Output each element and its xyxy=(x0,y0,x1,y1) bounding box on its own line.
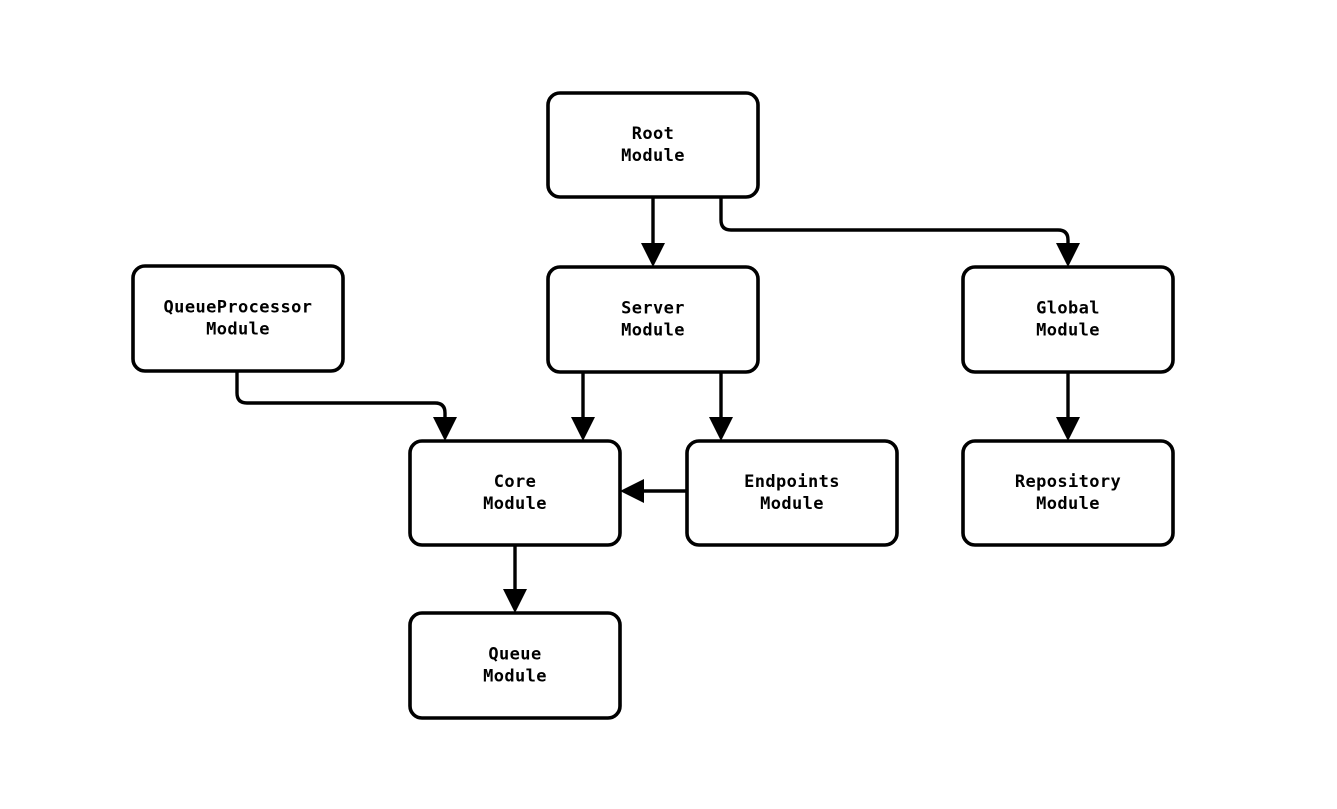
edge-server-to-core xyxy=(571,372,595,441)
edge-global-to-repository-arrowhead-icon xyxy=(1056,417,1080,441)
root-module-node-label-line1: Root xyxy=(632,124,675,144)
edge-endpoints-to-core xyxy=(620,479,687,503)
core-module-node-box[interactable] xyxy=(408,439,622,547)
nodes-layer: RootModuleQueueProcessorModuleServerModu… xyxy=(131,91,1175,720)
server-module-node-label-line1: Server xyxy=(621,299,685,319)
core-module-node-label-line1: Core xyxy=(494,472,537,492)
root-module-node-label-line2: Module xyxy=(621,146,685,166)
queue-module-node-label-line1: Queue xyxy=(488,645,541,665)
endpoints-module-node-label-line2: Module xyxy=(760,494,824,514)
global-module-node-label-line1: Global xyxy=(1036,299,1100,319)
endpoints-module-node-label-line1: Endpoints xyxy=(744,472,840,492)
edge-server-to-core-arrowhead-icon xyxy=(571,417,595,441)
queueprocessor-module-node-label-line2: Module xyxy=(206,320,270,340)
queueprocessor-module-node-label-line1: QueueProcessor xyxy=(164,298,313,318)
queueprocessor-module-node-box[interactable] xyxy=(131,264,345,373)
edge-queueprocessor-to-core xyxy=(235,371,457,441)
edge-core-to-queue xyxy=(503,545,527,613)
edge-root-to-server-arrowhead-icon xyxy=(641,243,665,267)
server-module-node-box[interactable] xyxy=(546,265,760,374)
edge-core-to-queue-arrowhead-icon xyxy=(503,589,527,613)
repository-module-node-label-line2: Module xyxy=(1036,494,1100,514)
core-module-node-label-line2: Module xyxy=(483,494,547,514)
edge-root-to-global xyxy=(719,197,1080,267)
queue-module-node-label-line2: Module xyxy=(483,667,547,687)
endpoints-module-node-box[interactable] xyxy=(685,439,899,547)
edge-queueprocessor-to-core-line xyxy=(235,371,447,425)
global-module-node-label-line2: Module xyxy=(1036,321,1100,341)
edge-queueprocessor-to-core-arrowhead-icon xyxy=(433,417,457,441)
edge-endpoints-to-core-arrowhead-icon xyxy=(620,479,644,503)
server-module-node-label-line2: Module xyxy=(621,321,685,341)
repository-module-node-label-line1: Repository xyxy=(1015,472,1121,492)
repository-module-node-box[interactable] xyxy=(961,439,1175,547)
edge-server-to-endpoints-arrowhead-icon xyxy=(709,417,733,441)
edge-global-to-repository xyxy=(1056,372,1080,441)
edges-layer xyxy=(235,197,1080,613)
edge-root-to-global-arrowhead-icon xyxy=(1056,243,1080,267)
edge-server-to-endpoints xyxy=(709,372,733,441)
global-module-node-box[interactable] xyxy=(961,265,1175,374)
root-module-node-box[interactable] xyxy=(546,91,760,199)
edge-root-to-server xyxy=(641,197,665,267)
queue-module-node-box[interactable] xyxy=(408,611,622,720)
edge-root-to-global-line xyxy=(719,197,1070,251)
